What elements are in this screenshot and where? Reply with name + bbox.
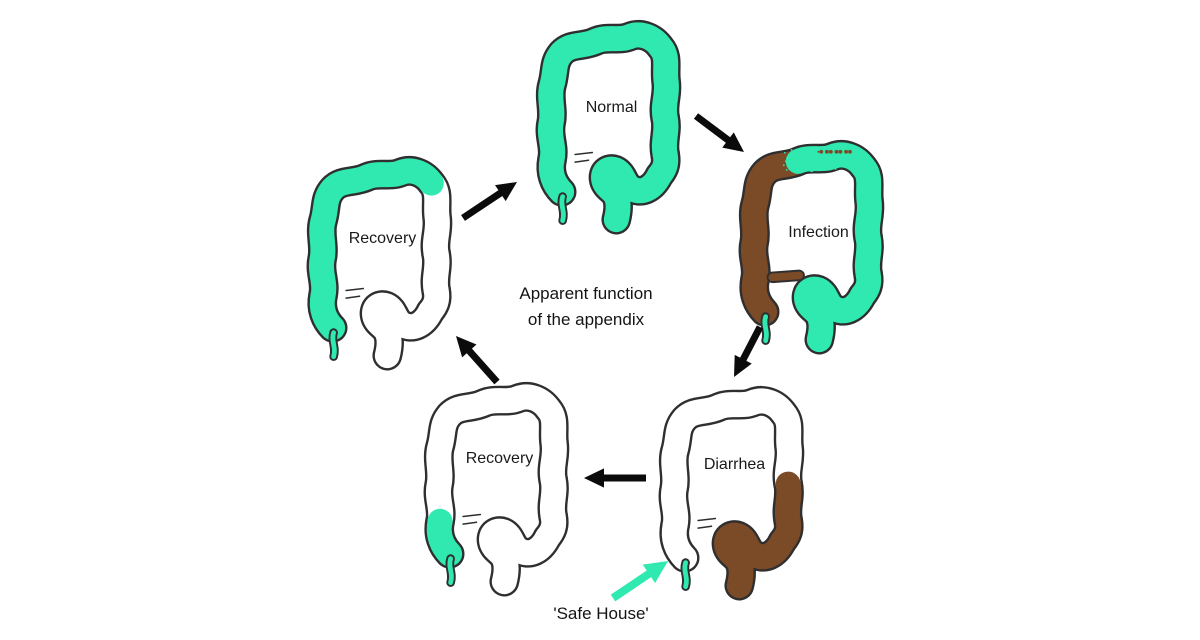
arrow-normal-infection: [693, 113, 744, 152]
arrow-safe-house-pointer: [610, 561, 668, 602]
colon-stage-recovery-early: Recovery: [412, 366, 587, 597]
safe-house-label: 'Safe House': [553, 604, 649, 623]
colon-art-recovery-late: [306, 156, 453, 371]
arrow-diarrhea-recovery: [584, 468, 646, 488]
arrow-recovery-normal: [461, 182, 517, 221]
colon-art-diarrhea: [658, 386, 805, 601]
colon-stage-infection: Infection: [727, 124, 902, 355]
colon-art-infection: [738, 140, 885, 355]
colon-stage-normal: Normal: [524, 4, 699, 235]
diagram-title-line2: of the appendix: [527, 310, 645, 329]
colon-art-recovery-early: [423, 382, 570, 597]
colon-art-normal: [535, 20, 682, 235]
diagram-title-line1: Apparent function: [519, 284, 653, 303]
diagram-title: Apparent function of the appendix: [455, 281, 717, 333]
colon-stage-recovery-late: Recovery: [295, 140, 470, 371]
arrow-infection-diarrhea: [734, 325, 764, 377]
arrow-recovery-recovery: [456, 336, 500, 385]
